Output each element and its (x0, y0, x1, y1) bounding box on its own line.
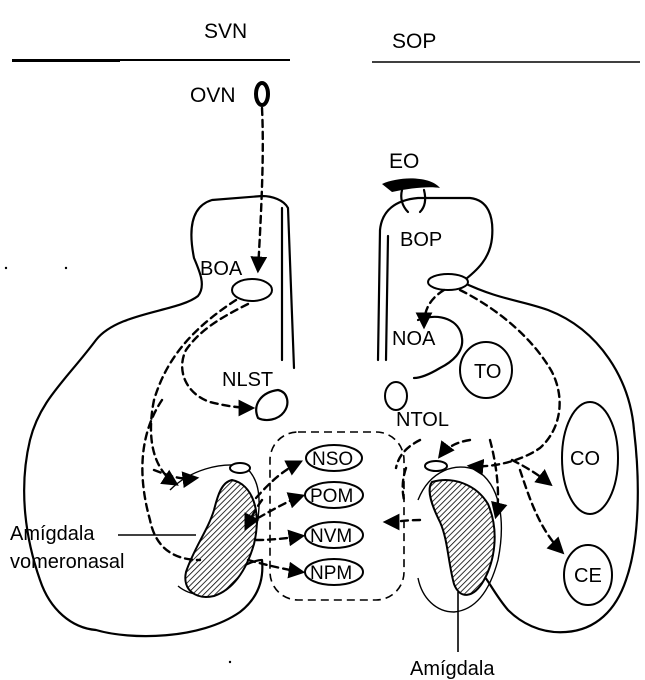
to-co-arrow (512, 460, 550, 484)
label-npm: NPM (310, 563, 352, 584)
label-nlst: NLST (222, 369, 273, 391)
right-amygdala-cap (425, 461, 447, 471)
header-svn: SVN (204, 20, 247, 43)
ovn-organ (256, 83, 268, 105)
amygdala-to-pom-arrow (258, 496, 302, 518)
label-amigdala-vomeronasal-1: Amígdala (10, 523, 95, 545)
label-to: TO (474, 361, 501, 383)
label-amigdala-bottom: Amígdala (410, 658, 495, 680)
label-ovn: OVN (190, 84, 236, 107)
boa-nucleus (232, 279, 272, 301)
ovn-to-boa-arrow (258, 108, 263, 270)
right-internal-arrow (490, 440, 498, 516)
label-eo: EO (389, 150, 419, 173)
to-ce-arrow (520, 470, 562, 552)
left-amygdala-cap (230, 463, 250, 473)
nlst-nucleus (256, 390, 287, 420)
label-amigdala-vomeronasal-2: vomeronasal (10, 551, 125, 573)
boa-to-nlst-arrow (182, 304, 252, 408)
speck (5, 267, 7, 269)
amygdala-to-npm-arrow (248, 560, 302, 572)
left-to-amygdala-arrow-1 (154, 470, 196, 479)
eo-organ (382, 178, 440, 192)
amygdala-to-nvm-arrow (256, 536, 302, 540)
speck (229, 661, 231, 663)
bop-to-noa-arrow (424, 290, 444, 326)
speck (65, 267, 67, 269)
amygdala-to-nso-arrow (256, 462, 300, 498)
header-sop: SOP (392, 30, 436, 53)
label-pom: POM (310, 486, 353, 507)
label-ntol: NTOL (396, 409, 449, 431)
label-ce: CE (574, 565, 602, 587)
bop-output-nucleus (428, 274, 468, 290)
right-midline (386, 236, 388, 360)
label-noa: NOA (392, 328, 436, 350)
label-bop: BOP (400, 229, 442, 251)
right-amygdala-to-nvm-arrow (386, 520, 420, 522)
left-amygdala-vomeronasal (185, 480, 256, 597)
label-co: CO (570, 448, 600, 470)
right-to-cap-arrow (440, 440, 470, 456)
right-amygdala (430, 480, 495, 595)
label-nvm: NVM (310, 526, 352, 547)
ntol-nucleus (385, 382, 407, 410)
label-boa: BOA (200, 258, 243, 280)
label-nso: NSO (312, 449, 353, 470)
